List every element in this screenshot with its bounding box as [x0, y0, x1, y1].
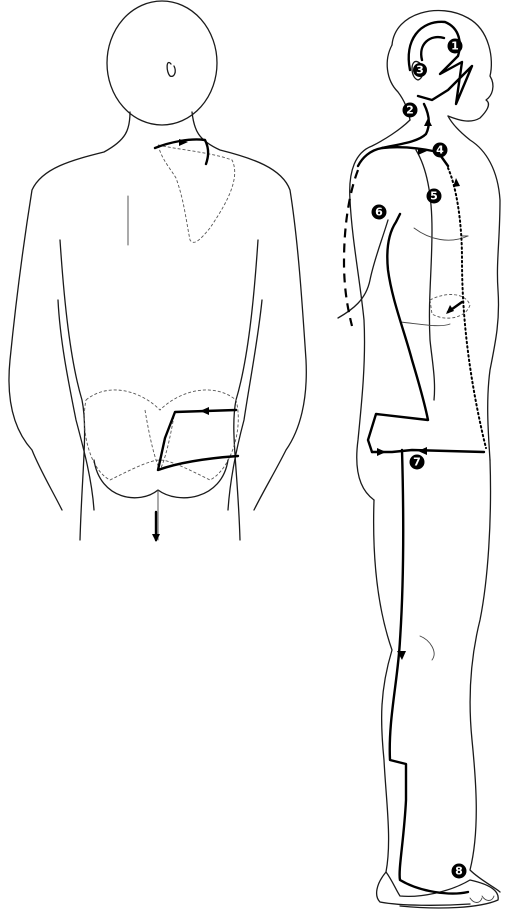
back-hip-arrow	[200, 407, 209, 415]
hip-arrow-left	[377, 448, 386, 456]
back-body-outline	[9, 112, 306, 510]
back-head	[107, 1, 217, 125]
marker-4: 4	[433, 143, 448, 158]
side-foot	[386, 872, 498, 908]
back-ear	[167, 63, 175, 77]
side-arm-front	[416, 150, 435, 400]
liver-arrowhead	[446, 305, 454, 314]
neck-meridian	[358, 104, 429, 166]
back-torso-left	[60, 240, 85, 540]
back-arm-inner-left	[58, 300, 94, 510]
marker-6-label: 6	[375, 206, 383, 219]
side-leg-back	[374, 500, 470, 905]
torso-back-meridian	[368, 214, 428, 452]
back-arm-inner-right	[228, 300, 262, 510]
marker-2: 2	[403, 103, 418, 118]
marker-5-label: 5	[430, 190, 438, 203]
marker-1: 1	[448, 39, 463, 54]
marker-5: 5	[427, 189, 442, 204]
side-knee	[420, 636, 434, 660]
back-leg-arrow	[152, 534, 160, 542]
back-torso-right	[234, 240, 258, 540]
back-view-figure	[9, 1, 306, 540]
marker-2-label: 2	[406, 104, 414, 117]
side-waist-line	[400, 322, 450, 326]
front-dot-arrow	[453, 178, 460, 187]
side-back-outline	[350, 120, 410, 500]
marker-8: 8	[452, 864, 467, 879]
marker-3: 3	[413, 63, 427, 77]
marker-1-label: 1	[451, 40, 459, 53]
side-toes	[470, 896, 494, 903]
side-leg-front	[470, 460, 500, 892]
leg-meridian	[390, 450, 468, 894]
back-dash-meridian	[344, 170, 358, 326]
head-arc	[421, 37, 444, 60]
back-view-meridian	[152, 139, 238, 542]
marker-7: 7	[410, 455, 425, 470]
hip-arrow-right	[418, 447, 427, 455]
marker-8-label: 8	[455, 865, 463, 878]
neck-arrow	[424, 118, 432, 126]
marker-4-label: 4	[436, 144, 444, 157]
marker-7-label: 7	[413, 456, 421, 469]
marker-6: 6	[372, 205, 387, 220]
hip-meridian	[372, 450, 484, 452]
back-scapula	[158, 145, 235, 242]
side-front-outline	[448, 116, 500, 460]
back-hip-meridian	[158, 410, 238, 470]
marker-3-label: 3	[416, 64, 424, 77]
markers: 1 2 3 4 5 6 7 8	[372, 39, 467, 879]
